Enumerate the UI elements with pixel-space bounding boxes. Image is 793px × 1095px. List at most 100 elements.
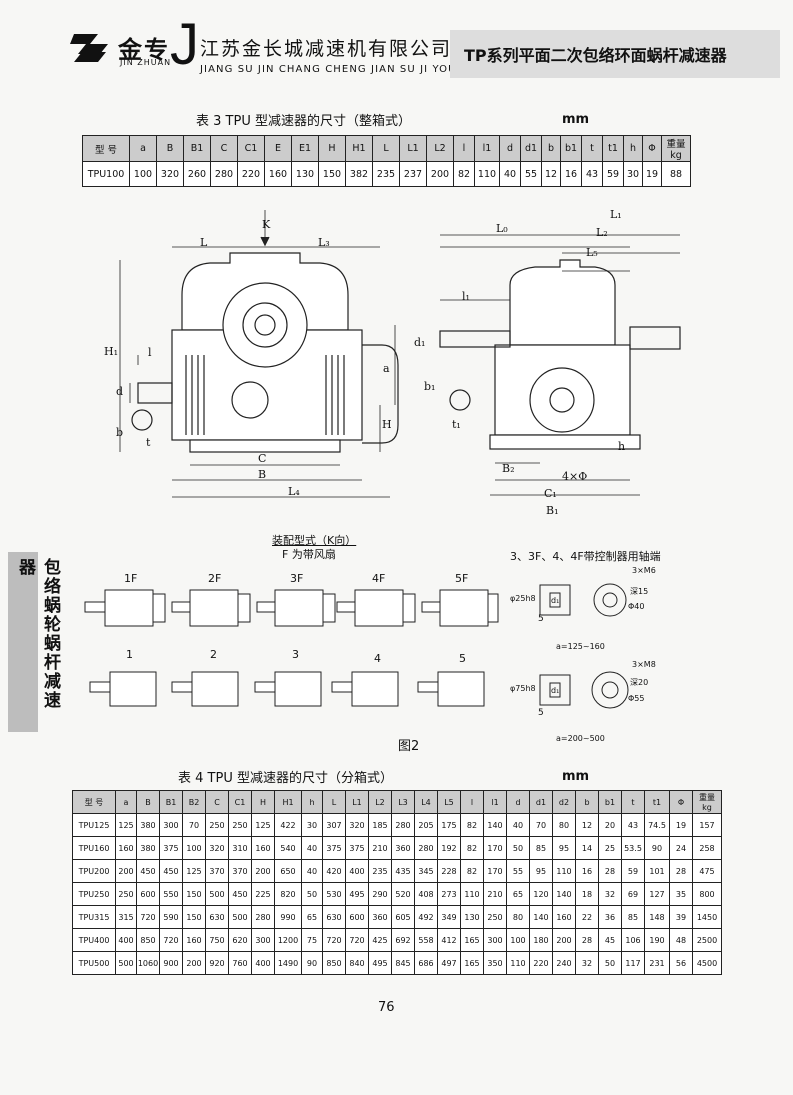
table4-cell: 400 <box>251 951 275 975</box>
table4-cell: 74.5 <box>644 813 670 837</box>
table3-cell: 382 <box>345 161 373 187</box>
table4-cell: 850 <box>136 928 160 952</box>
table4-cell: 235 <box>368 859 392 883</box>
table4-cell: 82 <box>460 859 484 883</box>
table4-cell: 250 <box>205 813 229 837</box>
table4-cell: TPU200 <box>72 859 116 883</box>
table4-cell: TPU500 <box>72 951 116 975</box>
table4-cell: 205 <box>414 813 438 837</box>
table4-cell: 380 <box>136 836 160 860</box>
table4-cell: 14 <box>575 836 599 860</box>
table4-cell: 200 <box>182 951 206 975</box>
table4-cell: 375 <box>345 836 369 860</box>
table4-cell: 630 <box>205 905 229 929</box>
table3: 型 号 a B B1 C C1 E E1 H H1 L L1 L2 l l1 d… <box>82 135 691 187</box>
table4-cell: 370 <box>205 859 229 883</box>
table4-cell: 165 <box>460 951 484 975</box>
table3-head: C1 <box>237 135 265 162</box>
assembly-label: 2F <box>208 572 222 585</box>
table4-cell: 307 <box>322 813 346 837</box>
table4-cell: 258 <box>692 836 722 860</box>
table4-unit: mm <box>562 769 590 784</box>
dim-L0: L₀ <box>496 222 508 235</box>
table4-cell: 200 <box>552 928 576 952</box>
table4-cell: 55 <box>506 859 530 883</box>
table4-cell: 620 <box>228 928 252 952</box>
table4-cell: 345 <box>414 859 438 883</box>
table4-cell: 2500 <box>692 928 722 952</box>
table3-head: b <box>541 135 561 162</box>
table4-cell: 157 <box>692 813 722 837</box>
table4-head: d1 <box>529 790 553 814</box>
table4-cell: 600 <box>136 882 160 906</box>
table4-cell: 692 <box>391 928 415 952</box>
table4-head: b1 <box>598 790 622 814</box>
detail1-circle: Φ40 <box>628 602 645 611</box>
table4-cell: 495 <box>345 882 369 906</box>
table4-cell: 605 <box>391 905 415 929</box>
table4-cell: 160 <box>552 905 576 929</box>
table4-cell: 380 <box>136 813 160 837</box>
table3-head: t1 <box>602 135 624 162</box>
side-tab: 包络蜗轮蜗杆减速器 <box>8 552 60 732</box>
table3-head: d1 <box>520 135 542 162</box>
table4-cell: 320 <box>205 836 229 860</box>
table4-cell: 165 <box>460 928 484 952</box>
table3-cell: 100 <box>129 161 157 187</box>
dim-4phi: 4×Φ <box>562 470 588 483</box>
dim-k: K <box>262 218 271 231</box>
table4-cell: 800 <box>692 882 722 906</box>
table3-head: E1 <box>291 135 319 162</box>
table3-cell: 220 <box>237 161 265 187</box>
table3-cell: 235 <box>372 161 400 187</box>
table4-cell: 200 <box>251 859 275 883</box>
table4-cell: 540 <box>274 836 302 860</box>
assembly-label: 2 <box>210 648 217 661</box>
table4-cell: 180 <box>529 928 553 952</box>
table4-cell: TPU315 <box>72 905 116 929</box>
table4-cell: 760 <box>228 951 252 975</box>
table4-head: B2 <box>182 790 206 814</box>
dim-L4: L₄ <box>288 485 300 498</box>
table4-cell: 225 <box>251 882 275 906</box>
assembly-label: 5F <box>455 572 469 585</box>
table4-cell: 360 <box>391 836 415 860</box>
table4-cell: 35 <box>669 882 693 906</box>
table4-cell: 408 <box>414 882 438 906</box>
table4-cell: 150 <box>182 882 206 906</box>
table3-cell: 320 <box>156 161 184 187</box>
table4-cell: 375 <box>159 836 183 860</box>
table4-cell: 500 <box>228 905 252 929</box>
table3-head: B1 <box>183 135 211 162</box>
table4-cell: 120 <box>529 882 553 906</box>
table4-cell: 82 <box>460 836 484 860</box>
table3-cell: 280 <box>210 161 238 187</box>
table4-cell: 80 <box>506 905 530 929</box>
table4-cell: 19 <box>669 813 693 837</box>
table3-cell: TPU100 <box>82 161 130 187</box>
table4-head: L4 <box>414 790 438 814</box>
dim-b: b <box>116 426 124 439</box>
table4-head: B1 <box>159 790 183 814</box>
table3-cell: 30 <box>623 161 643 187</box>
table4-cell: 250 <box>228 813 252 837</box>
table4-cell: 125 <box>115 813 137 837</box>
table4-cell: 250 <box>483 905 507 929</box>
table4-cell: 290 <box>368 882 392 906</box>
table4-head: C <box>205 790 229 814</box>
table4-cell: 1490 <box>274 951 302 975</box>
assembly-label: 3F <box>290 572 304 585</box>
table3-cell: 200 <box>426 161 454 187</box>
table4-cell: 130 <box>460 905 484 929</box>
shaft-end-details <box>539 583 629 709</box>
table4-cell: 450 <box>136 859 160 883</box>
table4-cell: 273 <box>437 882 461 906</box>
detail2-d1: d₁ <box>551 686 560 695</box>
table4-cell: 65 <box>301 905 323 929</box>
table3-cell: 237 <box>399 161 427 187</box>
table4-cell: 90 <box>301 951 323 975</box>
table4-cell: 50 <box>301 882 323 906</box>
